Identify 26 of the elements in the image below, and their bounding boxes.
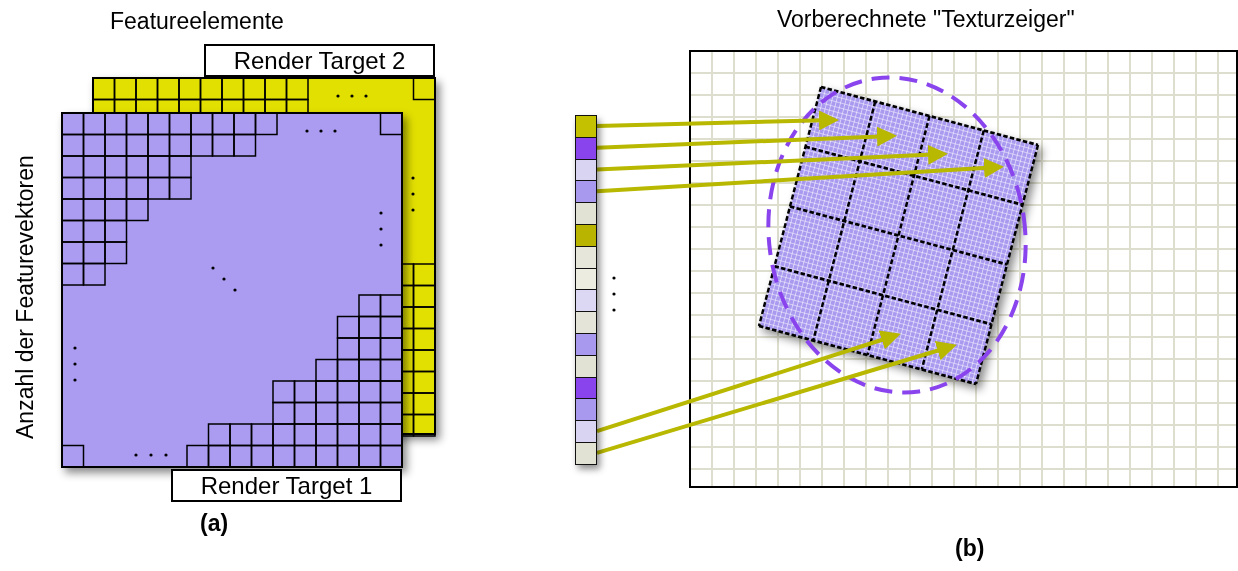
strip-cell [575,420,597,443]
arrow [596,126,897,150]
strip-cell [575,442,597,465]
panel-label: (a) [200,510,229,537]
axis-label: Anzahl der Featurevektoren [12,154,39,442]
arrow [596,330,901,433]
strip-cell [575,115,597,138]
arrow [596,110,839,131]
strip-cell [575,354,597,378]
strip-cell [575,311,597,334]
panel-label: (b) [955,535,985,562]
heading: Vorberechnete "Texturzeiger" [777,6,1075,33]
strip-cell [575,333,597,356]
arrow [596,341,957,455]
strip-cell [575,398,597,422]
strip-cell [575,224,597,247]
axis-label: Featureelemente [110,8,284,35]
strip-cell [575,245,597,269]
arrow [596,158,1004,194]
layer-label: Render Target 2 [204,44,435,77]
arrow [596,144,948,172]
strip-cell [575,136,597,160]
strip-cell [575,180,597,204]
strip-cell [575,202,597,225]
layer-label: Render Target 1 [171,469,402,502]
strip-cell [575,289,597,313]
